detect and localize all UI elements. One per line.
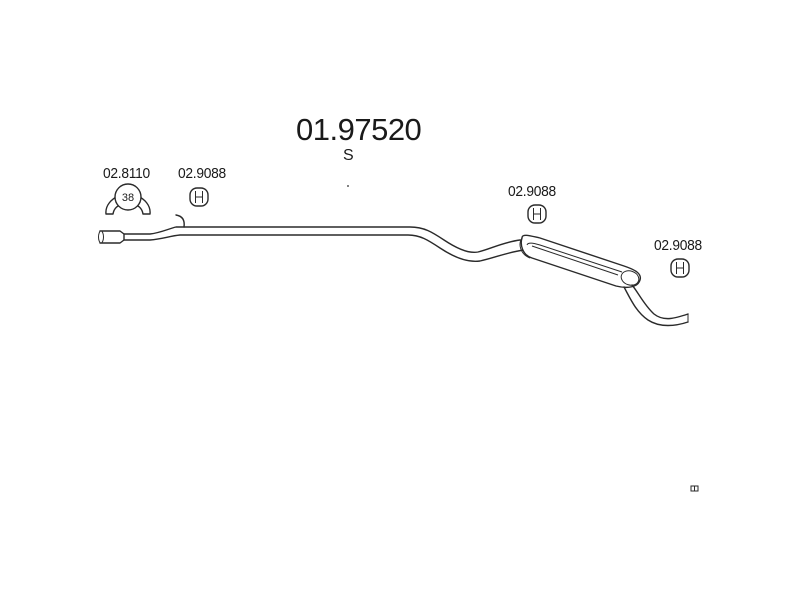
clamp-part-label: 02.8110: [103, 165, 150, 182]
exhaust-pipe: [98, 214, 689, 327]
front-hanger-part-label: 02.9088: [178, 165, 226, 182]
assembly-suffix: S: [343, 147, 354, 164]
rubber-hanger-icon: [670, 258, 690, 278]
rear-hanger-part-label: 02.9088: [654, 237, 702, 254]
middle-hanger-part-label: 02.9088: [508, 183, 556, 200]
rubber-hanger-icon: [189, 187, 209, 207]
clamp-icon: 38: [105, 183, 151, 215]
clamp-size-text: 38: [122, 192, 134, 204]
assembly-part-number: 01.97520: [296, 112, 422, 147]
corner-marker: [690, 485, 699, 492]
reference-dot: [347, 185, 349, 187]
rubber-hanger-icon: [527, 204, 547, 224]
